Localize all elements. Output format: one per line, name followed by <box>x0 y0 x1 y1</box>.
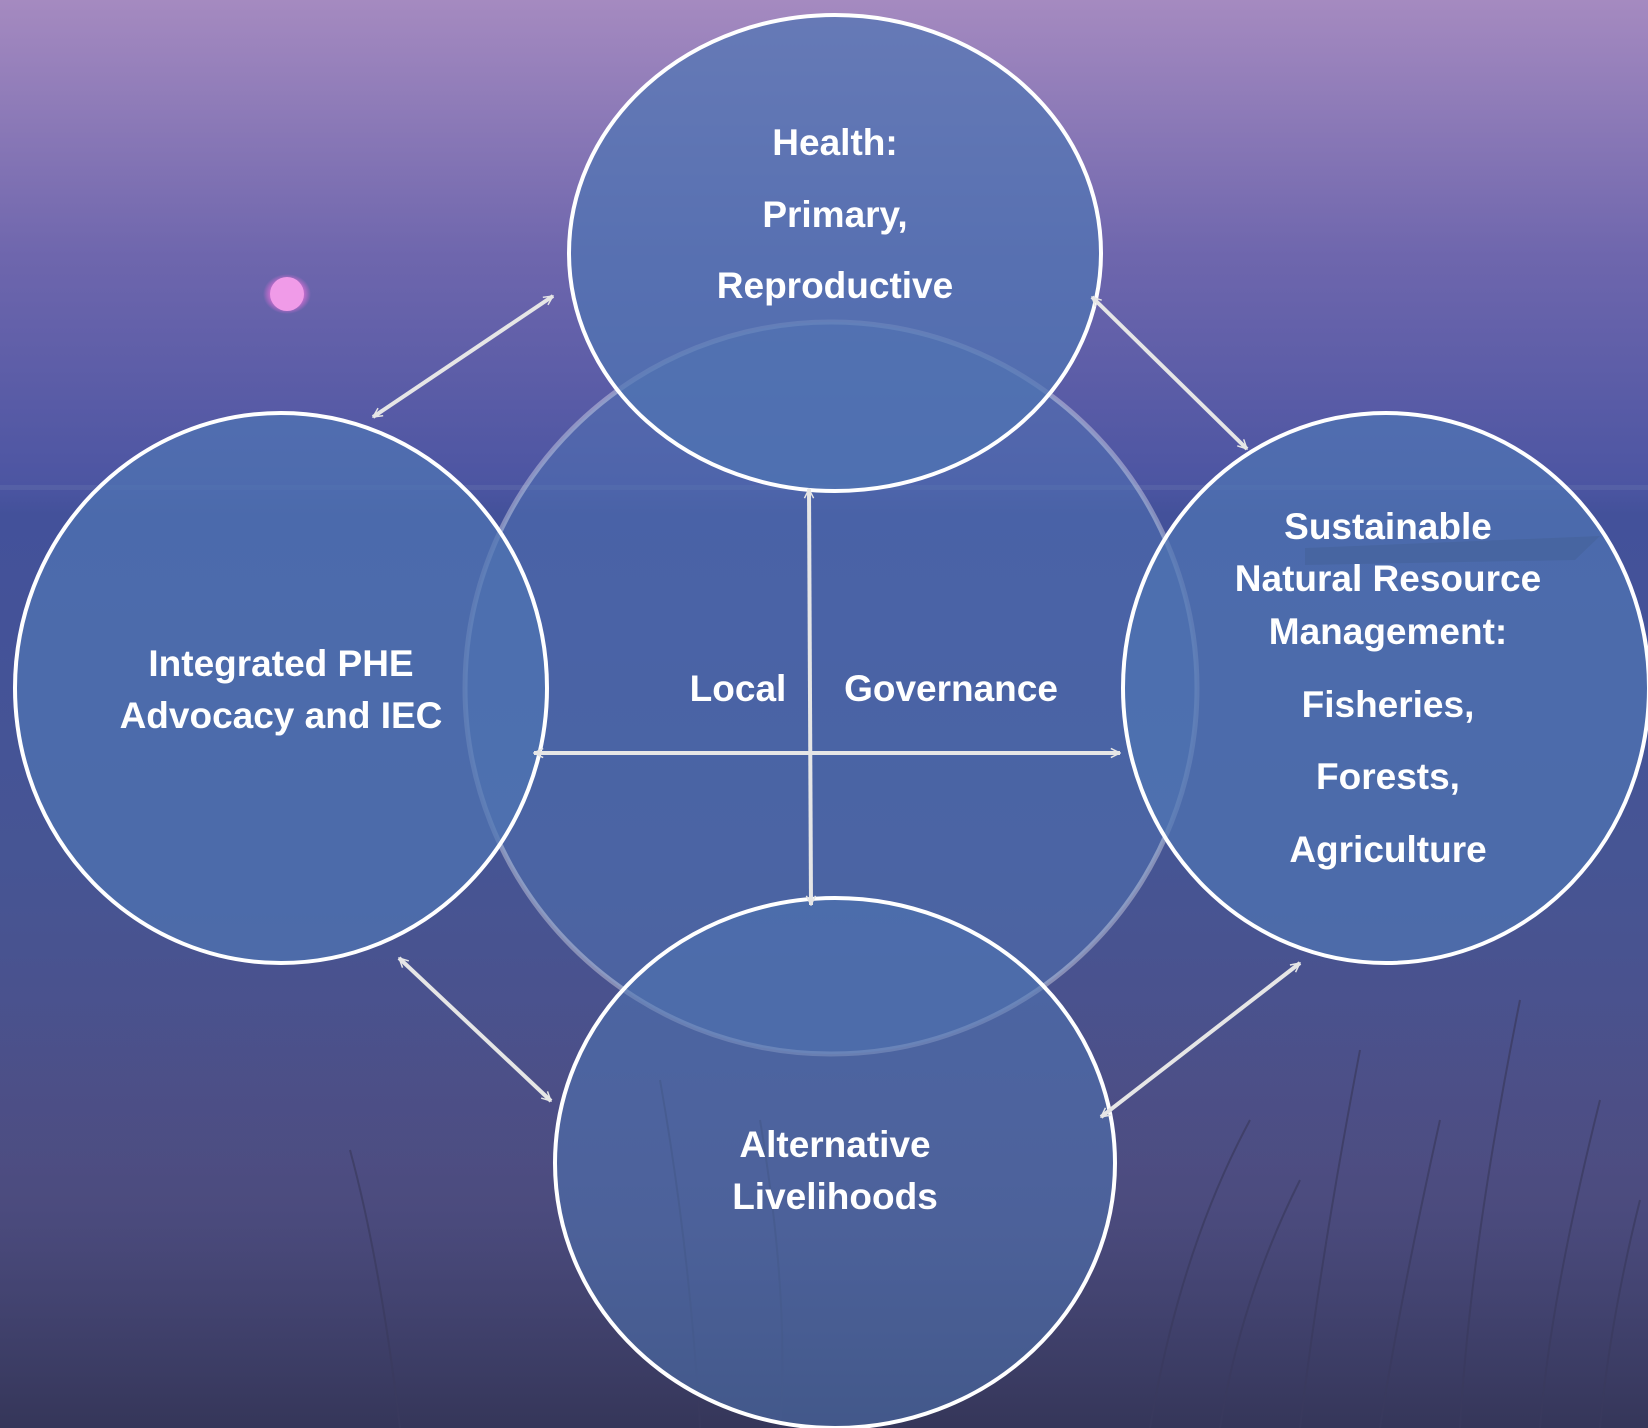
node-livelihoods <box>553 896 1117 1428</box>
node-circles <box>13 13 1648 1428</box>
arrow-advocacy-livelihoods <box>397 956 553 1103</box>
arrow-health-resource <box>1090 295 1249 451</box>
resource-line-4: Fisheries, <box>1302 684 1475 725</box>
livelihoods-line-1: Alternative <box>739 1124 930 1165</box>
node-health <box>567 13 1103 493</box>
resource-line-1: Sustainable <box>1284 506 1492 547</box>
arrow-livelihoods-resource <box>1101 961 1300 1119</box>
arrow-advocacy-health <box>373 294 553 419</box>
resource-line-2: Natural Resource <box>1235 558 1541 599</box>
node-resource <box>1121 411 1648 965</box>
arrow-health-livelihoods <box>809 489 811 905</box>
resource-line-5: Forests, <box>1316 756 1460 797</box>
livelihoods-line-2: Livelihoods <box>732 1176 938 1217</box>
advocacy-line-2: Advocacy and IEC <box>120 695 443 736</box>
center-label-local: Local <box>690 668 787 709</box>
health-line-2: Primary, <box>762 194 907 235</box>
sun-disc <box>270 277 304 311</box>
node-advocacy <box>13 411 549 965</box>
resource-line-6: Agriculture <box>1289 829 1486 870</box>
labels: Health: Primary, Reproductive Integrated… <box>120 122 1542 1217</box>
advocacy-line-1: Integrated PHE <box>148 643 413 684</box>
center-label-governance: Governance <box>844 668 1058 709</box>
connector-arrows <box>373 294 1300 1119</box>
health-line-1: Health: <box>772 122 897 163</box>
health-line-3: Reproductive <box>717 265 953 306</box>
resource-line-3: Management: <box>1269 611 1507 652</box>
